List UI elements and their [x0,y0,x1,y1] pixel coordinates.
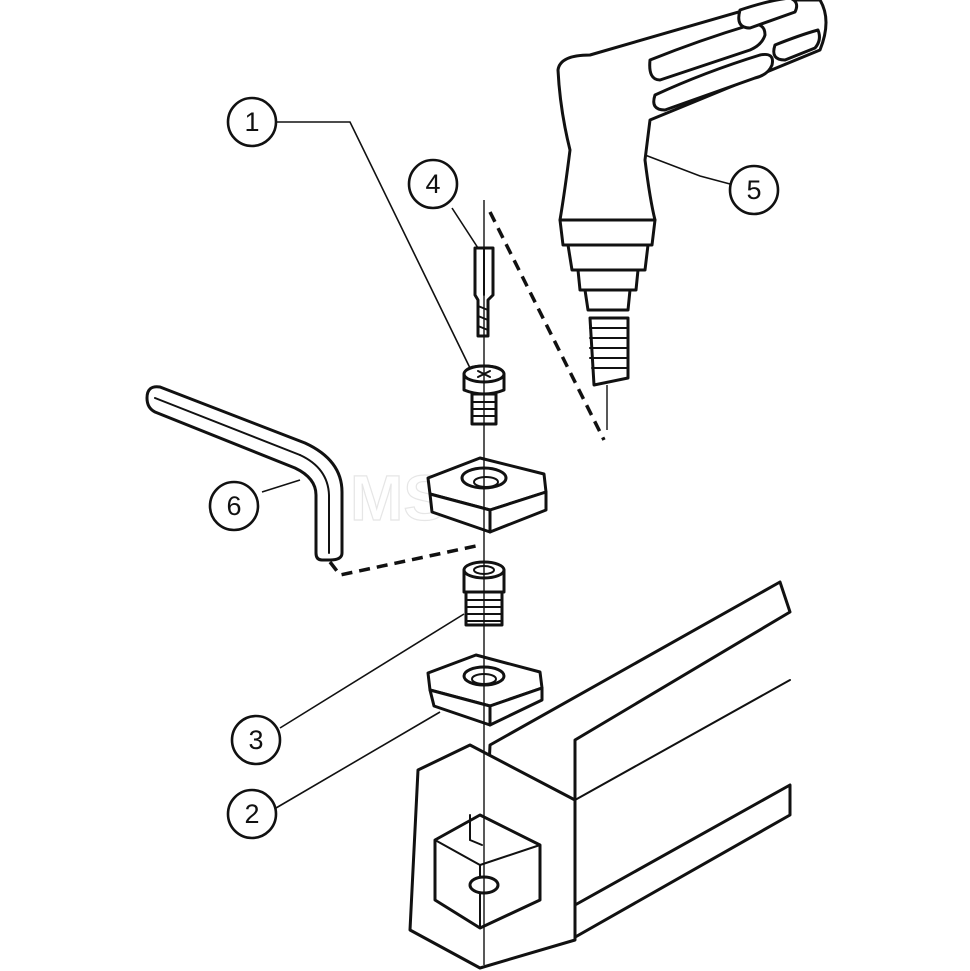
callout-4: 4 [407,158,459,210]
hex-key [145,385,344,562]
dashed-hexkey-screw [328,544,477,577]
svg-text:5: 5 [746,175,761,205]
svg-text:6: 6 [226,491,241,521]
callout-2: 2 [226,788,278,840]
tool-holder [408,580,792,970]
callout-6: 6 [208,480,260,532]
callout-1: 1 [226,96,278,148]
leader-lines [261,121,731,809]
callout-5: 5 [728,164,780,216]
callout-3: 3 [230,714,282,766]
insert [426,456,548,534]
torque-screwdriver [556,0,828,430]
svg-text:1: 1 [244,107,259,137]
svg-text:2: 2 [244,799,259,829]
shim [426,653,544,727]
svg-text:4: 4 [425,169,440,199]
svg-text:3: 3 [248,725,263,755]
dashed-wrench-bit [488,211,606,441]
